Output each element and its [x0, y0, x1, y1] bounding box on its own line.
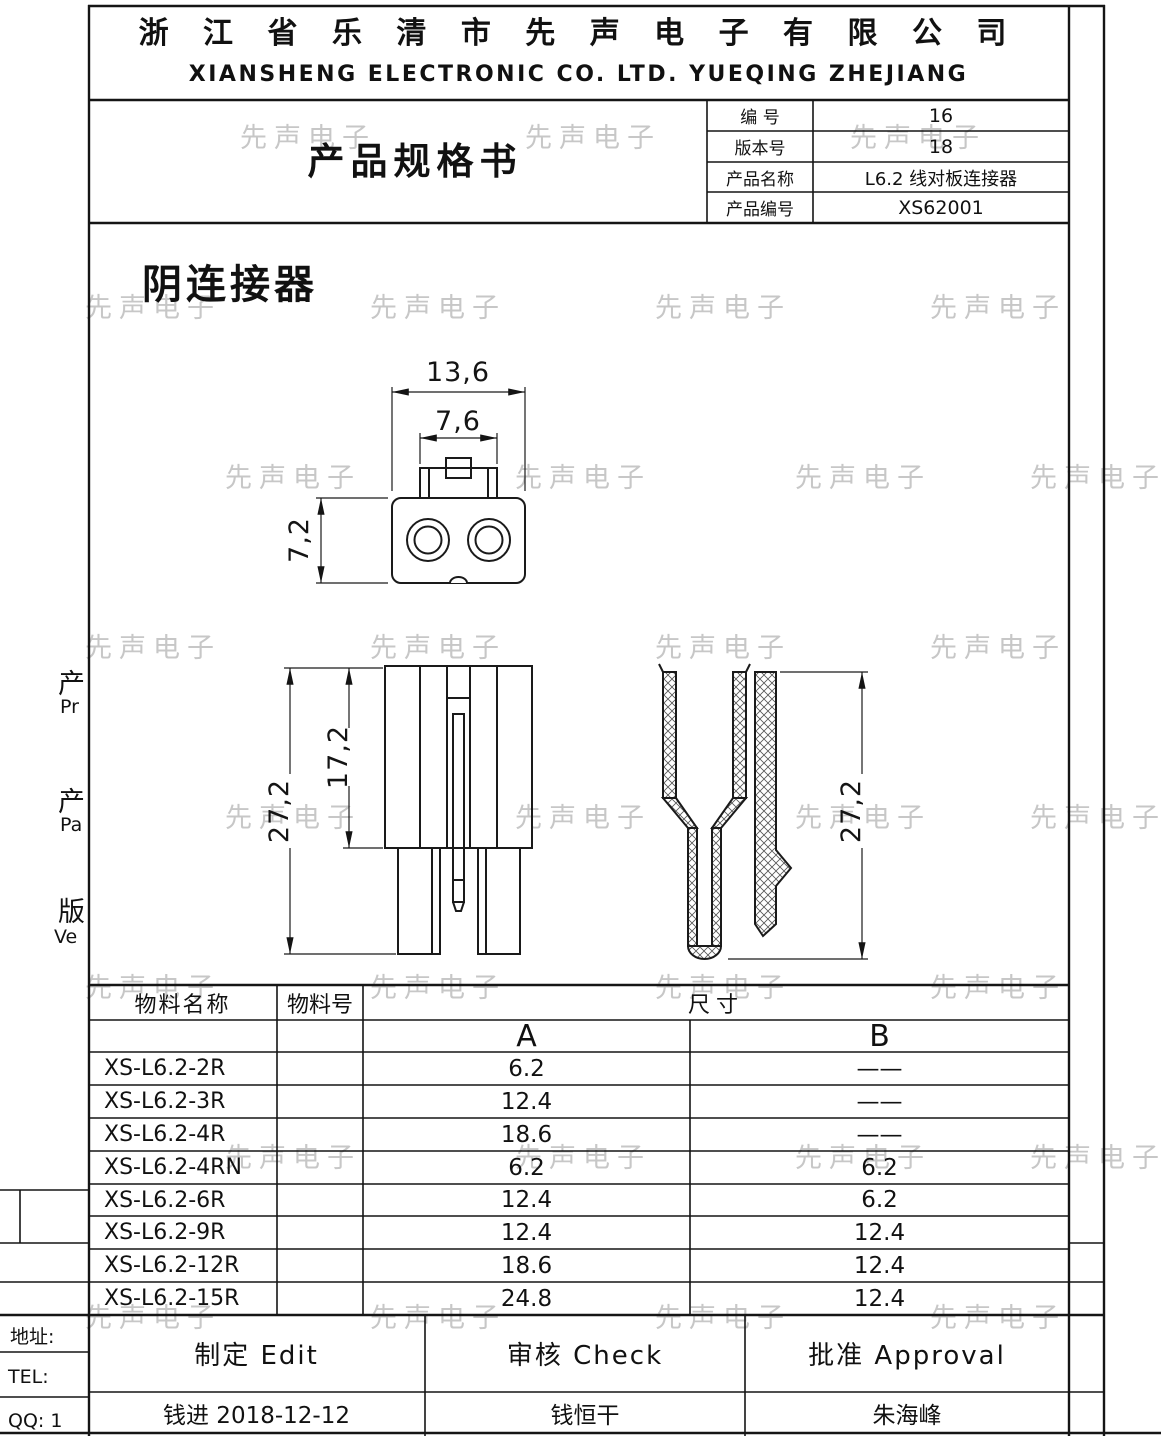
address-label: 地址: — [10, 1326, 55, 1348]
col-header-b: B — [869, 1018, 890, 1054]
watermark: 先声电子 — [225, 803, 361, 834]
spec-field-label: 版本号 — [734, 139, 786, 159]
watermark: 先声电子 — [655, 293, 791, 324]
watermark: 先声电子 — [515, 803, 651, 834]
dim-top-inner: 7,6 — [435, 406, 481, 437]
spec-field-value: XS62001 — [898, 196, 984, 219]
table-row-name: XS-L6.2-12R — [104, 1253, 240, 1278]
table-row-name: XS-L6.2-2R — [104, 1056, 226, 1081]
watermark: 先声电子 — [1030, 463, 1161, 494]
approval-signature: 朱海峰 — [872, 1403, 942, 1429]
company-name-cn: 浙 江 省 乐 清 市 先 声 电 子 有 限 公 司 — [138, 16, 1019, 51]
watermark: 先声电子 — [1030, 803, 1161, 834]
connector-drawings: 13,6 7,6 7,2 27,2 17,2 — [264, 357, 868, 960]
table-row-b: 12.4 — [853, 1219, 906, 1246]
table-row-a: 18.6 — [500, 1252, 553, 1279]
watermark: 先声电子 — [795, 803, 931, 834]
spec-field-label: 产品名称 — [726, 170, 794, 190]
watermark: 先声电子 — [930, 633, 1066, 664]
company-name-en: XIANSHENG ELECTRONIC CO. LTD. YUEQING ZH… — [188, 61, 969, 87]
table-row-name: XS-L6.2-3R — [104, 1089, 226, 1114]
spec-field-value: L6.2 线对板连接器 — [864, 168, 1018, 190]
margin-label-en: Ve — [54, 926, 78, 948]
watermark: 先声电子 — [225, 463, 361, 494]
dim-top-width: 13,6 — [426, 357, 490, 388]
tel-label: TEL: — [8, 1366, 49, 1388]
dim-front-inner: 17,2 — [323, 725, 354, 789]
spec-title: 产品规格书 — [307, 140, 523, 183]
watermark: 先声电子 — [370, 293, 506, 324]
check-label: 审核 Check — [506, 1341, 664, 1371]
check-signature: 钱恒干 — [550, 1403, 620, 1429]
col-header-material-name: 物料名称 — [134, 992, 231, 1018]
table-row-a: 6.2 — [508, 1154, 545, 1181]
edit-signature: 钱进 2018-12-12 — [163, 1403, 350, 1429]
col-header-material-number: 物料号 — [286, 992, 353, 1018]
watermark: 先声电子 — [930, 293, 1066, 324]
table-row-b: 6.2 — [861, 1187, 898, 1213]
edit-label: 制定 Edit — [194, 1341, 319, 1371]
table-row-a: 12.4 — [500, 1088, 553, 1115]
section-title-female-connector: 阴连接器 — [142, 262, 318, 308]
table-row-b: 12.4 — [853, 1252, 906, 1279]
table-row-b: —— — [856, 1121, 903, 1148]
margin-label-en: Pa — [60, 814, 83, 836]
margin-label-en: Pr — [60, 696, 79, 718]
watermark: 先声电子 — [655, 633, 791, 664]
approval-label: 批准 Approval — [808, 1341, 1006, 1371]
table-row-a: 18.6 — [500, 1121, 553, 1148]
table-row-a: 12.4 — [500, 1187, 553, 1213]
watermark: 先声电子 — [795, 463, 931, 494]
watermark: 先声电子 — [85, 633, 221, 664]
dim-top-height: 7,2 — [284, 517, 315, 563]
qq-label: QQ: 1 — [8, 1410, 63, 1432]
col-header-a: A — [516, 1018, 537, 1054]
watermark: 先声电子 — [515, 463, 651, 494]
table-row-a: 24.8 — [500, 1285, 553, 1312]
table-row-name: XS-L6.2-6R — [104, 1187, 226, 1213]
spec-field-label: 编 号 — [740, 108, 780, 128]
spec-field-label: 产品编号 — [726, 200, 794, 220]
margin-label-cn: 版 — [58, 897, 85, 928]
table-row-b: 12.4 — [853, 1285, 906, 1312]
watermark: 先声电子 — [370, 633, 506, 664]
spec-field-value: 18 — [928, 135, 954, 158]
table-row-a: 6.2 — [508, 1055, 545, 1082]
table-row-name: XS-L6.2-9R — [104, 1220, 226, 1245]
table-row-b: —— — [856, 1055, 903, 1082]
table-row-a: 12.4 — [500, 1219, 553, 1246]
table-row-b: —— — [856, 1088, 903, 1115]
table-row-name: XS-L6.2-15R — [104, 1286, 240, 1311]
spec-field-value: 16 — [928, 104, 954, 127]
table-row-name: XS-L6.2-4RN — [104, 1155, 242, 1180]
table-row-b: 6.2 — [861, 1154, 898, 1181]
col-header-size: 尺寸 — [687, 992, 744, 1018]
table-row-name: XS-L6.2-4R — [104, 1122, 226, 1147]
